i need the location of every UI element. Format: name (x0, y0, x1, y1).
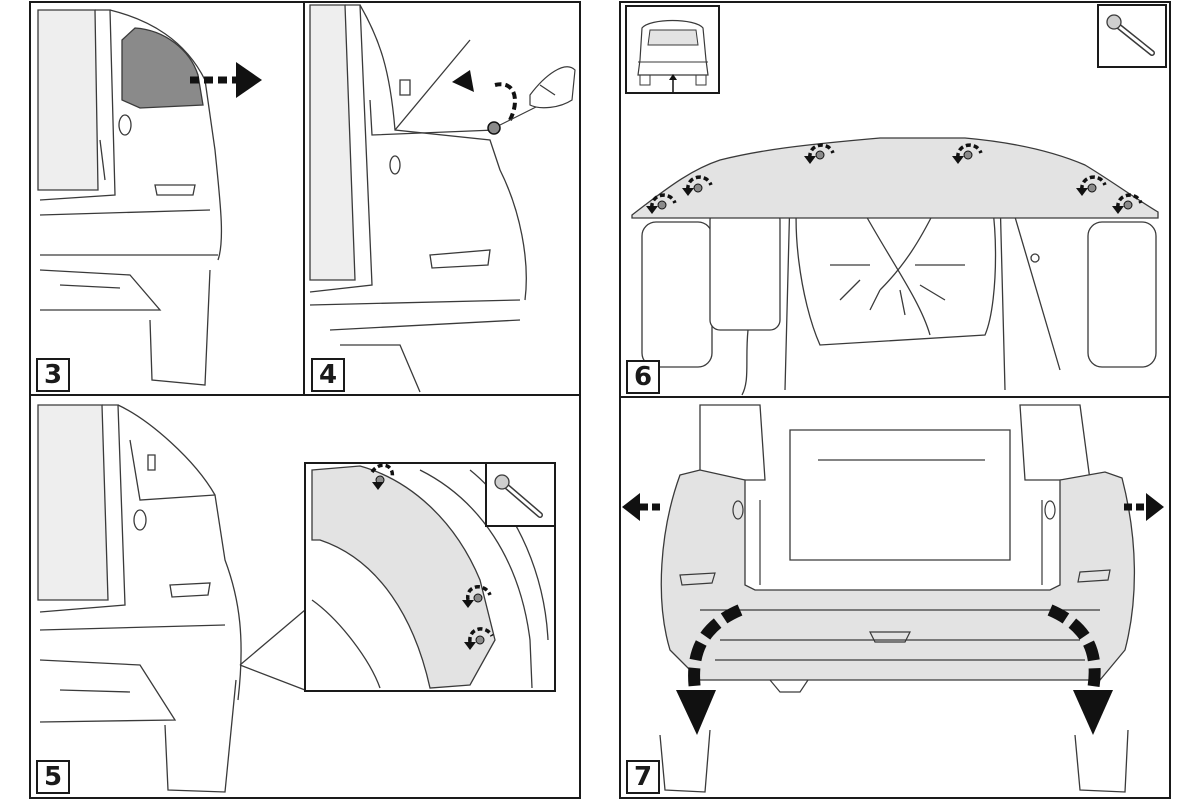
step-number-badge: 3 (36, 358, 70, 392)
rear-bumper-part (660, 469, 1136, 681)
ratchet-wrench-icon (1097, 4, 1167, 68)
panel-step-7 (619, 396, 1171, 799)
bumper-panel-lower (631, 137, 1159, 219)
car-rear-corner-drawing (37, 404, 242, 793)
step-number-badge: 7 (626, 760, 660, 794)
step-number-badge: 6 (626, 360, 660, 394)
step-number-badge: 4 (311, 358, 345, 392)
detail-inset-wheel-arch (304, 462, 556, 692)
tail-light-part (121, 27, 204, 109)
ratchet-wrench-icon (485, 462, 556, 527)
screw-point (487, 121, 501, 135)
car-rear-corner-drawing (37, 9, 223, 386)
panel-step-4 (303, 1, 581, 396)
car-rear-corner-drawing (309, 4, 527, 393)
car-rear-drawing (659, 404, 1129, 793)
step-number-badge: 5 (36, 760, 70, 794)
car-rear-icon (625, 5, 720, 94)
panel-step-5 (29, 394, 581, 799)
panel-step-3 (29, 1, 305, 396)
panel-step-6 (619, 1, 1171, 398)
screw-markers (646, 143, 1143, 214)
hand-with-tool (499, 66, 576, 126)
